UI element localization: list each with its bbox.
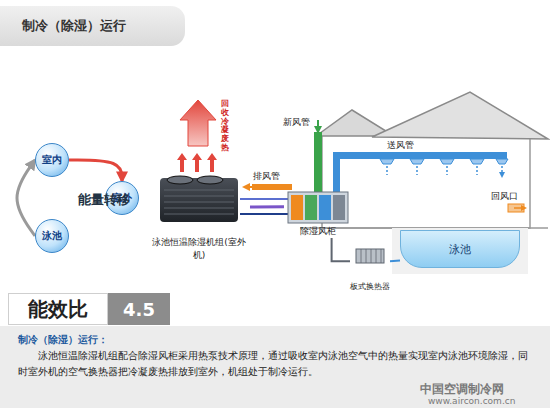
- node-text: 4.5: [123, 299, 155, 320]
- fresh-air-arrow: [317, 120, 319, 130]
- supply-duct: [333, 152, 507, 159]
- node-text: 室内: [42, 153, 62, 167]
- energy-circle: 室内: [35, 143, 69, 177]
- connector: [17, 160, 35, 236]
- diffusers: [380, 159, 508, 175]
- pool-box: 泳池: [400, 230, 520, 268]
- connector: [69, 160, 122, 181]
- supply-duct-riser: [333, 152, 340, 194]
- return-vents: [508, 204, 524, 212]
- exhaust-arrow: [246, 186, 254, 188]
- node-text: 板式换热器: [350, 282, 390, 291]
- node-text: 除湿风柜: [300, 225, 336, 238]
- watermark: 中国空调制冷网: [420, 381, 504, 398]
- plate-heat-exchanger: [356, 249, 384, 263]
- cabinet-box: 除湿风柜: [284, 190, 352, 238]
- node-text: 能效比: [28, 296, 88, 323]
- vent-label: 回风口: [490, 190, 519, 203]
- heat-arrow-big: [180, 100, 216, 146]
- dehumidifier-cabinet: [288, 192, 348, 223]
- eer-label-box: 能效比: [8, 293, 108, 325]
- eer-value-box: 4.5: [108, 293, 170, 325]
- duct-label: 送风管: [386, 139, 415, 152]
- building-wall: [322, 134, 530, 228]
- fresh-air-duct: [314, 132, 322, 192]
- heat-exchanger-box: 板式换热器: [350, 246, 390, 292]
- outdoor-unit: [160, 176, 238, 222]
- duct-label: 新风管: [282, 116, 311, 129]
- node-text: 泳池恒温除湿机组(室外机): [148, 236, 250, 262]
- energy-transfer-label: 能量转移: [78, 191, 130, 209]
- exhaust-duct: [252, 184, 292, 190]
- outdoor-unit-box: 泳池恒温除湿机组(室外机): [148, 172, 250, 264]
- node-text: 制冷（除湿）运行: [22, 17, 185, 35]
- duct-label: 排风管: [252, 170, 281, 183]
- heat-recovery-label: 回收冷凝废热: [221, 100, 229, 153]
- connector: [332, 238, 350, 261]
- energy-circle: 泳池: [35, 219, 69, 253]
- pool-pit: [392, 228, 528, 274]
- node-text: 泳池: [42, 229, 62, 243]
- refrigerant-pipes: [240, 199, 288, 214]
- connector: [250, 205, 284, 208]
- connector: [390, 259, 400, 262]
- node-text: 泳池: [449, 242, 471, 257]
- title-tab: 制冷（除湿）运行: [0, 6, 185, 46]
- roof-main: [372, 92, 548, 139]
- heat-arrows-small: [177, 153, 217, 172]
- node-text: 泳池恒温除湿机组配合除湿风柜采用热泵技术原理，通过吸收室内泳池空气中的热量实现室…: [18, 348, 532, 380]
- watermark-url: www.aircon.com.cn: [428, 396, 515, 406]
- node-text: 制冷（除湿）运行：: [18, 332, 532, 348]
